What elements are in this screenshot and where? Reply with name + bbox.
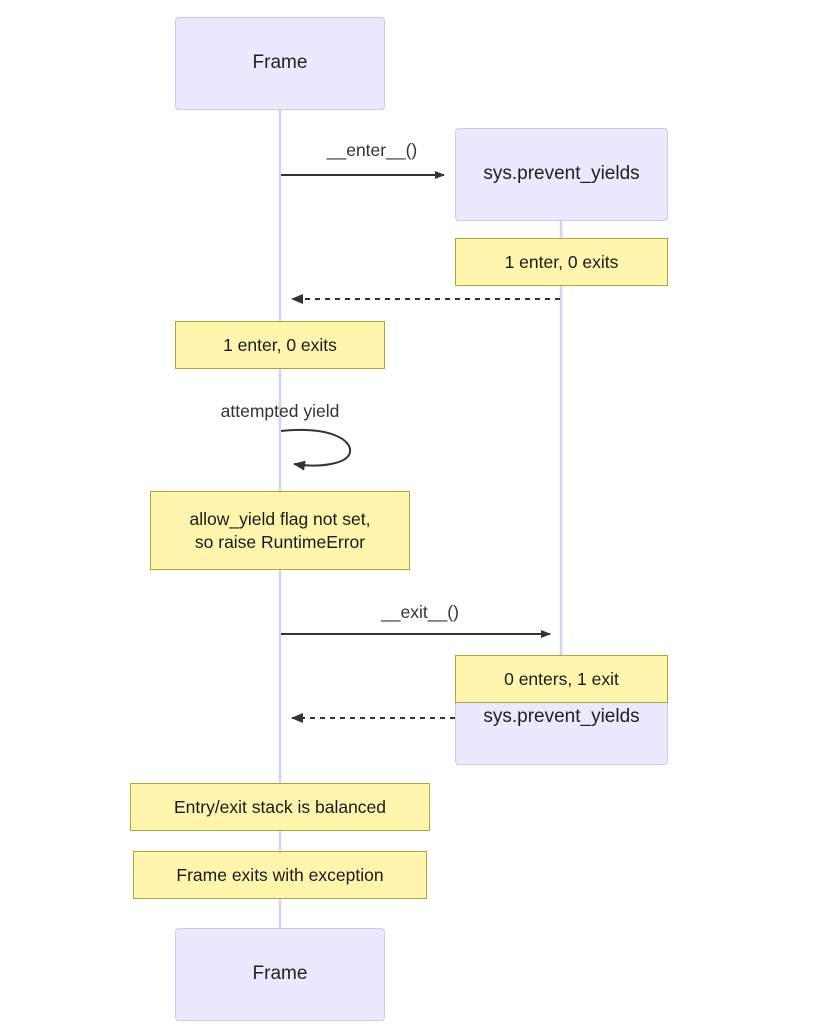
note-prevent-exit: 0 enters, 1 exit [455,655,668,703]
note-prevent-enter-text: 1 enter, 0 exits [504,251,619,272]
participant-box-prevent-yields-top[interactable]: sys.prevent_yields [455,128,668,221]
note-balanced: Entry/exit stack is balanced [130,783,430,831]
note-frame-enter: 1 enter, 0 exits [175,321,385,369]
participant-box-frame-bottom[interactable]: Frame [175,928,385,1021]
note-prevent-exit-text: 0 enters, 1 exit [504,668,619,689]
participant-label-prevent-yields-top: sys.prevent_yields [483,163,640,185]
note-runtime-error-text: allow_yield flag not set, so raise Runti… [189,508,371,552]
note-frame-enter-text: 1 enter, 0 exits [223,334,337,355]
participant-box-frame-top[interactable]: Frame [175,17,385,110]
note-runtime-error: allow_yield flag not set, so raise Runti… [150,491,410,570]
participant-label-frame-bottom: Frame [252,963,308,985]
message-label-exit-call: __exit__() [381,602,459,622]
participant-label-frame-top: Frame [252,52,308,74]
message-label-enter-call: __enter__() [326,140,418,160]
note-frame-exception-text: Frame exits with exception [176,864,384,885]
note-frame-exception: Frame exits with exception [133,851,427,899]
participant-label-prevent-yields-bottom: sys.prevent_yields [483,706,640,727]
note-prevent-enter: 1 enter, 0 exits [455,238,668,286]
arrow-attempted-yield-self-loop [280,429,352,471]
note-balanced-text: Entry/exit stack is balanced [173,796,387,817]
message-label-attempted-yield: attempted yield [220,401,340,421]
